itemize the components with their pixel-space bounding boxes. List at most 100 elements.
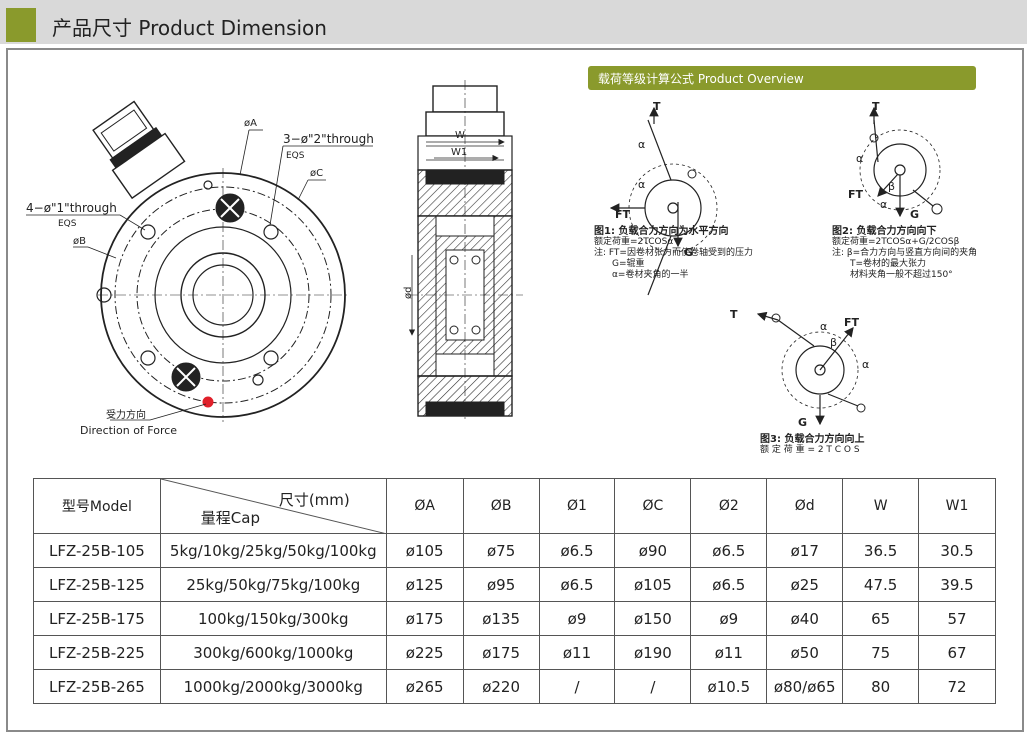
formula-banner: 载荷等级计算公式 Product Overview — [588, 66, 976, 90]
section-header-accent — [6, 8, 36, 42]
fig1-line: α=卷材夹角的一半 — [612, 270, 689, 280]
label-holes-3: 3−ø"2"through — [283, 132, 374, 146]
cell-value: 75 — [842, 635, 920, 670]
label-dia-b: øB — [73, 236, 86, 247]
label-holes-4: 4−ø"1"through — [26, 201, 117, 215]
content-frame — [6, 48, 1024, 732]
cell-value: / — [538, 669, 616, 704]
fig2-line: 注: β=合力方向与竖直方向间的夹角 — [832, 248, 978, 258]
cell-cap: 300kg/600kg/1000kg — [159, 635, 387, 670]
cell-value: ø190 — [614, 635, 692, 670]
fig3-ft: FT — [844, 316, 860, 329]
cell-value: 80 — [842, 669, 920, 704]
cell-value: ø50 — [766, 635, 844, 670]
header-col: Ø1 — [538, 478, 616, 534]
header-col: ØA — [385, 478, 464, 534]
formula-banner-text: 载荷等级计算公式 Product Overview — [598, 72, 804, 86]
header-size: 尺寸(mm) — [278, 491, 350, 509]
label-force-cn: 受力方向 — [106, 408, 146, 421]
cell-value: ø220 — [462, 669, 540, 704]
cell-value: ø90 — [614, 533, 692, 568]
fig2-line: T=卷材的最大张力 — [850, 259, 927, 269]
fig2-caption: 图2: 负载合力方向向下 额定荷重=2TCOSα+G/2COSβ 注: β=合力… — [832, 226, 977, 281]
front-view — [26, 100, 373, 422]
cell-value: ø11 — [538, 635, 616, 670]
fig3-alpha2: α — [862, 358, 869, 371]
fig1-diagram — [609, 106, 718, 296]
fig2-title: 图2: 负载合力方向向下 — [832, 226, 937, 237]
cell-value: ø125 — [385, 567, 464, 602]
cell-value: ø6.5 — [538, 567, 616, 602]
cell-value: 30.5 — [918, 533, 996, 568]
header-col: W — [842, 478, 920, 534]
spec-table: 型号Model 尺寸(mm) 量程Cap ØA ØB Ø1 ØC Ø2 Ød W… — [33, 478, 996, 704]
cell-value: ø265 — [385, 669, 464, 704]
cell-value: ø95 — [462, 567, 540, 602]
fig1-g: G — [684, 246, 693, 259]
cell-value: ø135 — [462, 601, 540, 636]
fig2-diagram — [859, 106, 943, 218]
cell-value: ø150 — [614, 601, 692, 636]
fig3-beta: β — [830, 336, 837, 349]
cell-value: 36.5 — [842, 533, 920, 568]
fig1-t: T — [653, 100, 661, 113]
label-w: W — [455, 130, 465, 141]
header-cap: 量程Cap — [200, 509, 260, 527]
fig3-g: G — [798, 416, 807, 429]
fig1-line: 注: FT=因卷材张力而使卷轴受到的压力 — [594, 248, 753, 258]
cell-model: LFZ-25B-105 — [33, 533, 161, 568]
label-d: ød — [403, 287, 414, 299]
header-col: Ød — [766, 478, 844, 534]
cell-value: ø6.5 — [538, 533, 616, 568]
cell-value: 39.5 — [918, 567, 996, 602]
cell-model: LFZ-25B-125 — [33, 567, 161, 602]
force-point-icon — [202, 396, 214, 408]
cell-model: LFZ-25B-265 — [33, 669, 161, 704]
screw-icon-bottom — [171, 362, 201, 392]
cell-value: ø175 — [385, 601, 464, 636]
fig3-t: T — [730, 308, 738, 321]
fig2-g: G — [910, 208, 919, 221]
label-force-en: Direction of Force — [80, 424, 177, 437]
cell-value: ø6.5 — [690, 533, 768, 568]
cell-value: ø75 — [462, 533, 540, 568]
cell-value: ø25 — [766, 567, 844, 602]
cell-value: ø225 — [385, 635, 464, 670]
section-title: 产品尺寸 Product Dimension — [52, 16, 327, 40]
cell-cap: 1000kg/2000kg/3000kg — [159, 669, 387, 704]
fig1-ft: FT — [615, 208, 631, 221]
cell-value: ø10.5 — [690, 669, 768, 704]
cell-value: ø6.5 — [690, 567, 768, 602]
header-col: ØB — [462, 478, 540, 534]
cell-value: ø40 — [766, 601, 844, 636]
fig2-alpha2: α — [880, 198, 887, 211]
cell-model: LFZ-25B-175 — [33, 601, 161, 636]
cell-value: ø11 — [690, 635, 768, 670]
cell-value: ø105 — [614, 567, 692, 602]
cell-model: LFZ-25B-225 — [33, 635, 161, 670]
header-col: ØC — [614, 478, 692, 534]
fig1-caption: 图1: 负载合力方向为水平方向 额定荷重=2TCOSα 注: FT=因卷材张力而… — [594, 226, 753, 281]
fig1-alpha2: α — [638, 178, 645, 191]
label-dia-a: øA — [244, 118, 257, 129]
screw-icon-top — [215, 193, 245, 223]
fig1-line: 额定荷重=2TCOSα — [594, 237, 674, 247]
fig2-alpha1: α — [856, 152, 863, 165]
cell-value: ø9 — [538, 601, 616, 636]
table-row: LFZ-25B-265 1000kg/2000kg/3000kg ø265 ø2… — [33, 669, 996, 704]
cell-value: 65 — [842, 601, 920, 636]
label-holes-3-eqs: EQS — [286, 151, 305, 161]
fig2-t: T — [872, 100, 880, 113]
cell-value: ø9 — [690, 601, 768, 636]
header-diagonal-line — [160, 479, 387, 534]
table-row: LFZ-25B-225 300kg/600kg/1000kg ø225 ø175… — [33, 635, 996, 670]
dimension-drawing: øA 3−ø"2"through EQS øC 4−ø"1"through EQ… — [26, 80, 943, 437]
connector-icon — [92, 100, 186, 200]
cell-value: ø105 — [385, 533, 464, 568]
cell-value: / — [614, 669, 692, 704]
fig1-line: G=辊重 — [612, 259, 645, 269]
cell-value: 67 — [918, 635, 996, 670]
cell-value: ø17 — [766, 533, 844, 568]
header-model: 型号Model — [33, 478, 161, 534]
cell-value: 57 — [918, 601, 996, 636]
